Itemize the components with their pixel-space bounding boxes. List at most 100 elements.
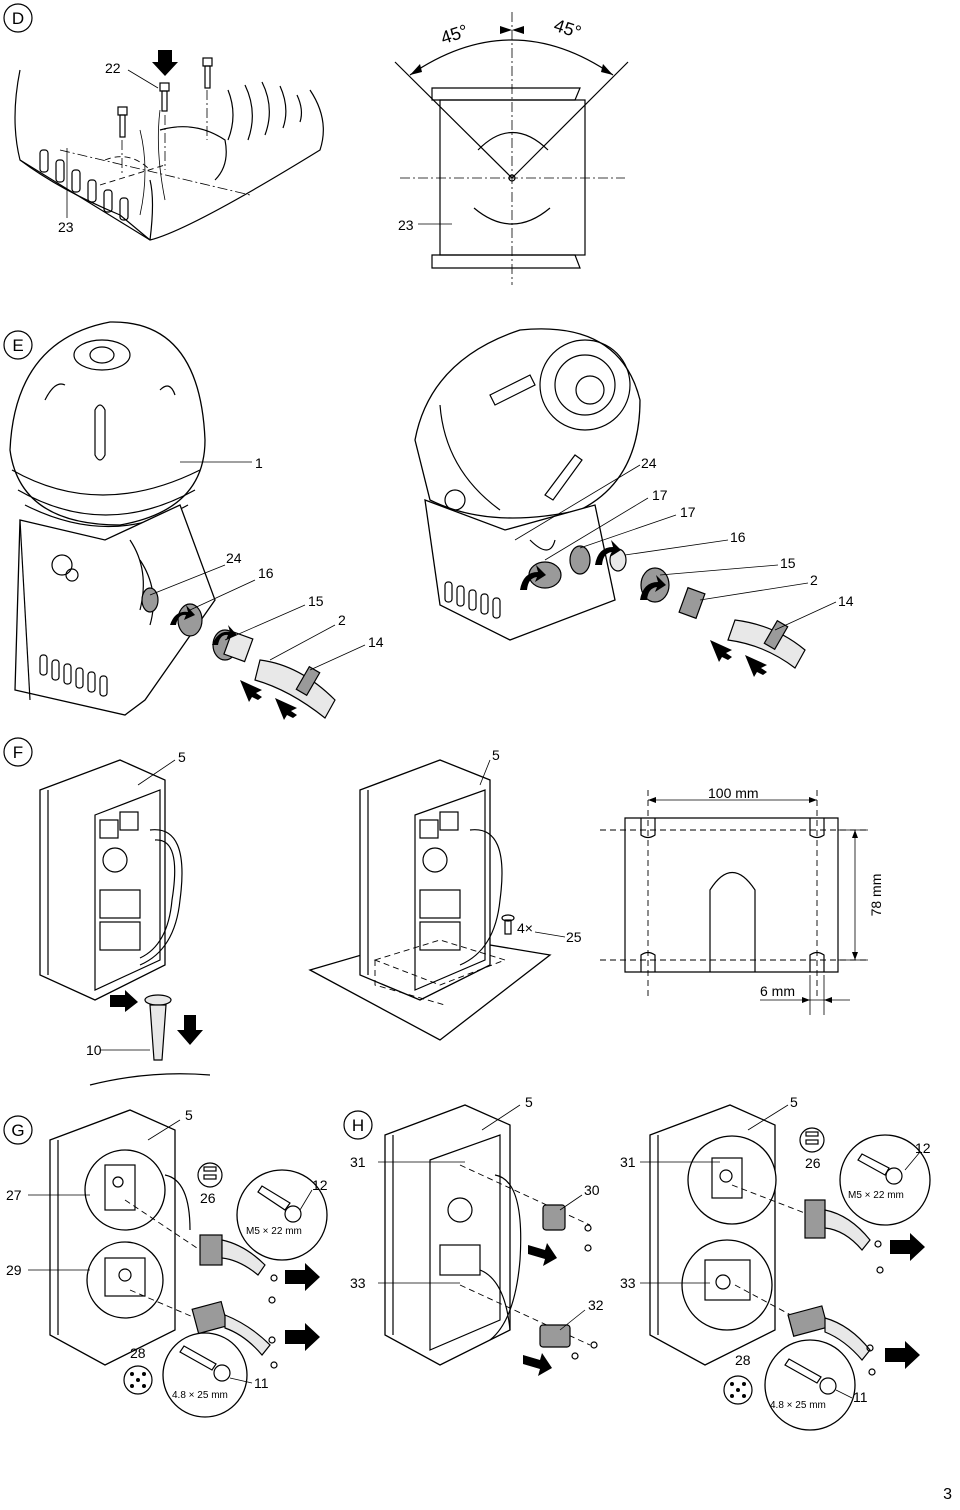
screw-icon <box>501 914 515 935</box>
section-d-label: D <box>12 9 24 28</box>
template-slot: 6 mm <box>760 983 795 999</box>
e-right-17b: 17 <box>680 504 696 520</box>
junction-box-left <box>39 759 211 1086</box>
arrow-icon <box>710 640 732 662</box>
section-f: F 5 10 <box>3 737 884 1086</box>
e-right-16: 16 <box>730 529 746 545</box>
screw-icon <box>866 1240 884 1376</box>
arrow-icon <box>745 655 767 677</box>
screw-icon <box>571 1224 598 1360</box>
camera-assembly-right <box>414 328 837 677</box>
arrow-icon <box>240 680 262 702</box>
h-right-28: 28 <box>735 1352 751 1368</box>
screw-icon <box>202 57 213 140</box>
section-f-marker <box>3 737 33 767</box>
section-e-marker <box>3 330 33 360</box>
screw-icon <box>159 82 170 112</box>
wood-screw-detail <box>162 1332 248 1418</box>
rotate-arrow-icon <box>520 565 546 590</box>
arrow-icon <box>285 1323 320 1351</box>
e-right-17a: 17 <box>652 487 668 503</box>
f-middle-5: 5 <box>492 747 500 763</box>
section-g-label: G <box>11 1121 24 1140</box>
h-left-31: 31 <box>350 1154 366 1170</box>
g-12: 12 <box>312 1177 328 1193</box>
template-width: 100 mm <box>708 785 759 801</box>
h-right-33: 33 <box>620 1275 636 1291</box>
section-g: G <box>3 1107 328 1418</box>
section-e: E <box>3 321 854 720</box>
e-right-15: 15 <box>780 555 796 571</box>
g-m5-label: M5 × 22 mm <box>246 1226 302 1237</box>
cover-plate-30 <box>542 1204 566 1231</box>
g-5: 5 <box>185 1107 193 1123</box>
h-left-5: 5 <box>525 1094 533 1110</box>
arrow-icon <box>528 1243 557 1266</box>
h-left-33: 33 <box>350 1275 366 1291</box>
cable-gland-28-h <box>787 1305 829 1337</box>
e-left-16: 16 <box>258 565 274 581</box>
cable-entry-icon <box>123 1365 153 1395</box>
rotate-arrow-icon <box>212 625 237 645</box>
junction-box-h-left <box>378 1104 598 1376</box>
section-g-marker <box>3 1115 33 1145</box>
down-arrow-icon <box>177 1015 203 1045</box>
arrow-icon <box>890 1233 925 1261</box>
e-left-24: 24 <box>226 550 242 566</box>
cable-entry-icon <box>723 1375 753 1405</box>
section-d-marker <box>3 3 33 33</box>
arrow-icon <box>523 1353 552 1376</box>
arrow-icon <box>110 990 138 1012</box>
e-right-24: 24 <box>641 455 657 471</box>
part-23-label-right: 23 <box>398 217 414 233</box>
part-22-label: 22 <box>105 60 121 76</box>
page-number: 3 <box>943 1486 952 1503</box>
arrow-icon <box>275 698 297 720</box>
template-height: 78 mm <box>868 874 884 917</box>
f-middle-count: 4× <box>517 920 533 936</box>
section-f-label: F <box>13 743 23 762</box>
screw-icon <box>268 1274 278 1369</box>
section-h: H 5 31 30 33 32 <box>343 1094 931 1431</box>
rotate-arrow-icon <box>170 605 195 625</box>
bracket-front-view <box>394 12 629 285</box>
rotate-arrow-icon <box>640 575 666 600</box>
g-29: 29 <box>6 1262 22 1278</box>
e-left-2: 2 <box>338 612 346 628</box>
g-26: 26 <box>200 1190 216 1206</box>
e-left-15: 15 <box>308 593 324 609</box>
down-arrow-icon <box>152 50 178 76</box>
f-left-10: 10 <box>86 1042 102 1058</box>
g-27: 27 <box>6 1187 22 1203</box>
arrow-icon <box>285 1263 320 1291</box>
f-middle-25: 25 <box>566 929 582 945</box>
h-left-32: 32 <box>588 1297 604 1313</box>
cover-plate-32 <box>539 1324 571 1348</box>
section-d: D <box>3 3 629 285</box>
cable-entry-icon <box>197 1162 223 1188</box>
g-11: 11 <box>254 1375 269 1391</box>
junction-box-middle <box>308 759 566 1041</box>
g-28: 28 <box>130 1345 146 1361</box>
section-h-marker <box>343 1110 373 1140</box>
camera-assembly-left <box>9 321 366 720</box>
angle-right-label: 45° <box>552 15 584 42</box>
arrow-icon <box>885 1341 920 1369</box>
h-right-m5-label: M5 × 22 mm <box>848 1190 904 1201</box>
junction-box-g <box>28 1109 328 1418</box>
cable-gland-28 <box>191 1300 229 1335</box>
m5-screw-detail-h <box>839 1134 931 1226</box>
wood-screw-detail-h <box>764 1339 856 1431</box>
drilling-template <box>600 790 870 1015</box>
screw-icon <box>117 106 128 175</box>
part-23-label: 23 <box>58 219 74 235</box>
rotate-arrow-icon <box>595 540 621 565</box>
e-left-1: 1 <box>255 455 263 471</box>
e-right-14: 14 <box>838 593 854 609</box>
h-right-31: 31 <box>620 1154 636 1170</box>
h-left-30: 30 <box>584 1182 600 1198</box>
section-h-label: H <box>352 1116 364 1135</box>
bracket-perspective-drawing <box>14 50 324 241</box>
h-right-26: 26 <box>805 1155 821 1171</box>
